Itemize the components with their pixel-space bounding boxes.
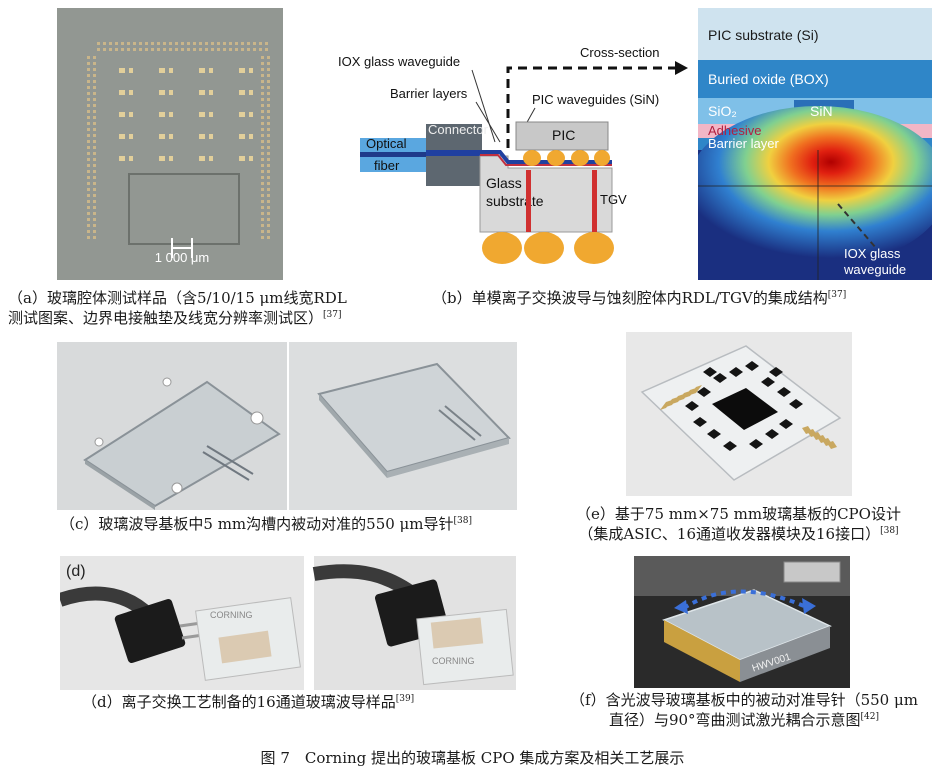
optical-label: Optical <box>366 136 407 151</box>
16-channel-waveguide-sample-photos: (d) CORNING CORNING <box>60 556 516 690</box>
tgv-label: TGV <box>600 192 627 207</box>
panel-d-tag: (d) <box>66 563 86 580</box>
caption-f-line1: （f）含光波导玻璃基板中的被动对准导针（550 μm <box>570 691 918 709</box>
connector-label: Connector <box>428 122 489 137</box>
sin-label: SiN <box>810 103 833 119</box>
interface-leads <box>660 385 837 449</box>
figure-title: 图 7 Corning 提出的玻璃基板 CPO 集成方案及相关工艺展示 <box>260 749 685 767</box>
iox-waveguide-cross-section-diagram: Cross-section IOX glass waveguide Barrie… <box>338 45 688 264</box>
corning-brand-left: CORNING <box>210 610 253 620</box>
glass-waveguide-substrate-photos <box>57 342 517 510</box>
corning-brand-right: CORNING <box>432 656 475 666</box>
asic-die <box>712 388 778 430</box>
panel-a-image: 1 000 μm <box>57 8 283 280</box>
glass-cavity-sample-photo: 1 000 μm <box>57 8 283 280</box>
caption-f-ref: [42] <box>860 712 880 722</box>
glass-substrate <box>479 155 613 233</box>
mode-profile-inset: PIC substrate (Si) Buried oxide (BOX) Si… <box>698 8 932 280</box>
solder-balls <box>482 232 614 264</box>
caption-c: （c）玻璃波导基板中5 mm沟槽内被动对准的550 μm导针[38] <box>60 514 530 534</box>
adhesive-label: Adhesive <box>708 123 761 138</box>
caption-b-ref: [37] <box>827 290 847 300</box>
barrier-layers-label: Barrier layers <box>390 86 468 101</box>
pic-substrate-label: PIC substrate (Si) <box>708 27 818 43</box>
caption-d-text: （d）离子交换工艺制备的16通道玻璃波导样品 <box>82 693 396 711</box>
pic-chip <box>515 121 609 151</box>
caption-a-ref: [37] <box>323 310 342 320</box>
pic-label: PIC <box>552 127 575 143</box>
panel-b-mode-inset: PIC substrate (Si) Buried oxide (BOX) Si… <box>698 8 932 280</box>
scale-bar-label: 1 000 μm <box>155 250 209 265</box>
cpo-design-photo <box>626 332 852 496</box>
panel-e-image <box>626 332 852 496</box>
caption-d: （d）离子交换工艺制备的16通道玻璃波导样品[39] <box>82 692 512 712</box>
micro-bumps <box>523 150 610 166</box>
iox-inset-label-1: IOX glass <box>844 246 901 261</box>
panel-f-image: HWV001 <box>634 556 850 688</box>
mt-connector-left <box>114 598 186 664</box>
iox-inset-label-2: waveguide <box>843 262 906 277</box>
barrier-layer-label: Barrier layer <box>708 136 779 151</box>
cross-section-label: Cross-section <box>580 45 659 60</box>
caption-f: （f）含光波导玻璃基板中的被动对准导针（550 μm 直径）与90°弯曲测试激光… <box>546 690 942 730</box>
caption-a: （a）玻璃腔体测试样品（含5/10/15 μm线宽RDL 测试图案、边界电接触垫… <box>8 288 428 328</box>
caption-f-line2: 直径）与90°弯曲测试激光耦合示意图 <box>608 711 861 729</box>
sio2-label: SiO₂ <box>708 103 737 119</box>
caption-a-line1: （a）玻璃腔体测试样品（含5/10/15 μm线宽RDL <box>8 289 347 307</box>
rdl-test-pattern-grid <box>119 68 253 161</box>
glass-label: Glass <box>486 175 522 191</box>
box-label: Buried oxide (BOX) <box>708 71 829 87</box>
caption-c-text: （c）玻璃波导基板中5 mm沟槽内被动对准的550 μm导针 <box>60 515 454 533</box>
caption-c-ref: [38] <box>453 516 473 526</box>
caption-b-text: （b）单模离子交换波导与蚀刻腔体内RDL/TGV的集成结构 <box>432 289 828 307</box>
tgv-vias <box>526 170 597 232</box>
substrate-label: substrate <box>486 193 544 209</box>
panel-d-image: (d) CORNING CORNING <box>60 556 516 690</box>
resolution-test-area <box>128 173 240 245</box>
caption-e: （e）基于75 mm×75 mm玻璃基板的CPO设计 （集成ASIC、16通道收… <box>536 504 941 544</box>
substrate-plate-left <box>83 380 281 508</box>
contact-pad-border <box>87 42 270 239</box>
caption-d-ref: [39] <box>395 694 415 704</box>
pic-waveguides-label: PIC waveguides (SiN) <box>532 92 659 107</box>
fiber-label: fiber <box>374 158 400 173</box>
caption-b: （b）单模离子交换波导与蚀刻腔体内RDL/TGV的集成结构[37] <box>432 288 942 308</box>
iox-waveguide-label: IOX glass waveguide <box>338 54 460 69</box>
caption-e-line2: （集成ASIC、16通道收发器模块及16接口） <box>578 525 881 543</box>
caption-a-line2: 测试图案、边界电接触垫及线宽分辨率测试区） <box>8 309 324 327</box>
caption-e-line1: （e）基于75 mm×75 mm玻璃基板的CPO设计 <box>576 505 901 523</box>
panel-c-image <box>57 342 517 510</box>
bent-waveguide-path <box>682 589 805 610</box>
laser-coupling-test-photo: HWV001 <box>634 556 850 688</box>
caption-e-ref: [38] <box>880 526 899 536</box>
panel-b-schematic: Cross-section IOX glass waveguide Barrie… <box>330 30 692 280</box>
transceiver-modules <box>685 361 803 451</box>
